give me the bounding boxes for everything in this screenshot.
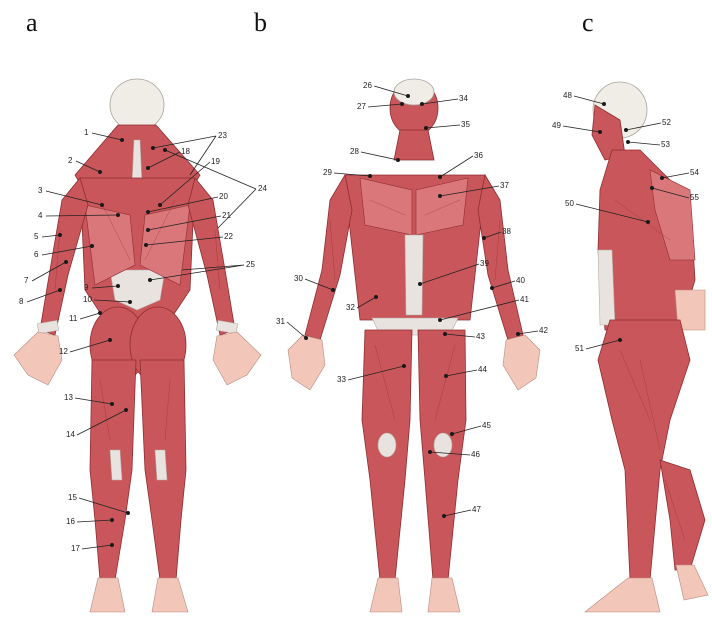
svg-text:24: 24 [258,184,267,193]
svg-text:6: 6 [34,250,39,259]
figure-anterior [288,79,540,612]
foot-right [152,578,188,612]
arm-left-anterior [305,175,352,340]
svg-text:20: 20 [219,192,228,201]
skull-cap-anterior [394,79,434,105]
label-28: 28 [350,147,400,162]
svg-text:47: 47 [472,505,481,514]
svg-text:26: 26 [363,81,372,90]
foot-lateral-back [676,565,708,600]
svg-text:10: 10 [83,295,92,304]
svg-text:42: 42 [539,326,548,335]
skull-posterior [110,79,164,131]
svg-text:30: 30 [294,274,303,283]
hand-right [213,332,261,385]
neck-anterior [394,130,434,160]
svg-text:37: 37 [500,181,509,190]
hand-right-anterior [503,335,540,390]
svg-text:50: 50 [565,199,574,208]
svg-text:34: 34 [459,94,468,103]
foot-left [90,578,125,612]
svg-text:29: 29 [323,168,332,177]
svg-text:46: 46 [471,450,480,459]
svg-text:14: 14 [66,430,75,439]
svg-text:27: 27 [357,102,366,111]
svg-text:13: 13 [64,393,73,402]
svg-text:22: 22 [224,232,233,241]
svg-text:23: 23 [218,131,227,140]
svg-text:53: 53 [661,140,670,149]
svg-text:48: 48 [563,91,572,100]
svg-text:7: 7 [24,276,29,285]
svg-text:15: 15 [68,493,77,502]
arm-left-upper [40,178,88,335]
knee-left-tendon [110,450,122,480]
foot-left-anterior [370,578,402,612]
foot-right-anterior [428,578,460,612]
svg-text:18: 18 [181,147,190,156]
figure-posterior [14,79,261,612]
svg-text:5: 5 [34,232,39,241]
svg-text:49: 49 [552,121,561,130]
label-53: 53 [626,140,670,149]
svg-text:9: 9 [84,283,89,292]
svg-text:12: 12 [59,347,68,356]
flank-tendon [598,250,615,325]
svg-text:16: 16 [66,517,75,526]
svg-text:45: 45 [482,421,491,430]
svg-text:17: 17 [71,544,80,553]
svg-text:8: 8 [19,297,24,306]
patella-left [378,433,396,457]
svg-text:51: 51 [575,344,584,353]
svg-text:2: 2 [68,156,73,165]
svg-text:25: 25 [246,260,255,269]
linea-alba [405,235,423,315]
svg-text:33: 33 [337,375,346,384]
svg-text:40: 40 [516,276,525,285]
svg-text:3: 3 [38,186,43,195]
svg-text:44: 44 [478,365,487,374]
svg-text:11: 11 [69,314,78,323]
leg-lateral-back [660,460,705,570]
svg-text:54: 54 [690,168,699,177]
svg-text:35: 35 [461,120,470,129]
hand-left [14,332,62,385]
svg-text:38: 38 [502,227,511,236]
svg-text:1: 1 [84,128,89,137]
arm-right-anterior [478,175,523,340]
svg-text:41: 41 [520,295,529,304]
svg-text:31: 31 [276,317,285,326]
svg-text:36: 36 [474,151,483,160]
svg-text:4: 4 [38,211,43,220]
knee-right-tendon [155,450,167,480]
svg-text:32: 32 [346,303,355,312]
svg-text:19: 19 [211,157,220,166]
figure-lateral [585,82,708,612]
foot-lateral-front [585,578,660,612]
svg-text:52: 52 [662,118,671,127]
svg-text:39: 39 [480,259,489,268]
hand-left-anterior [288,335,325,390]
svg-text:55: 55 [690,193,699,202]
svg-text:43: 43 [476,332,485,341]
svg-text:28: 28 [350,147,359,156]
